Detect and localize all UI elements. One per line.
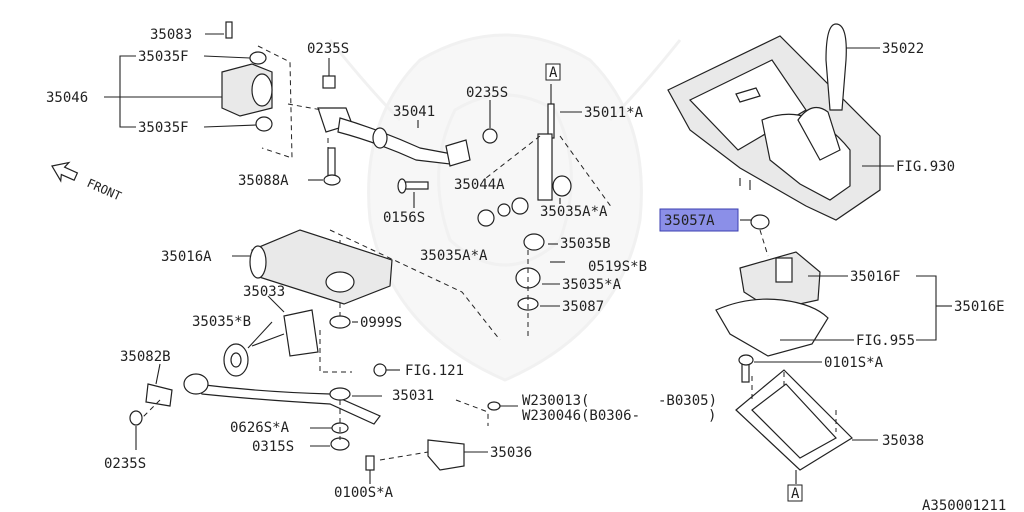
label-fig930[interactable]: FIG.930 (896, 159, 955, 175)
label-b0305[interactable]: -B0305) (658, 393, 717, 409)
label-35046[interactable]: 35046 (46, 90, 88, 106)
shifter-housing (223, 229, 501, 377)
label-w230013[interactable]: W230013( (522, 393, 589, 409)
label-35016f[interactable]: 35016F (850, 269, 901, 285)
label-35022[interactable]: 35022 (882, 41, 924, 57)
ref-a-top-box (545, 63, 561, 81)
label-35038[interactable]: 35038 (882, 433, 924, 449)
label-fig121[interactable]: FIG.121 (405, 363, 464, 379)
front-arrow (51, 161, 79, 183)
label-0101sa[interactable]: 0101S*A (824, 355, 884, 371)
label-35088a[interactable]: 35088A (238, 173, 289, 189)
label-0235s-top[interactable]: 0235S (307, 41, 349, 57)
label-0315s[interactable]: 0315S (252, 439, 294, 455)
highlight-35057a (659, 208, 739, 232)
label-0235s-bottom[interactable]: 0235S (104, 456, 146, 472)
diagram-code: A350001211 (922, 498, 1006, 512)
shift-lever-assembly (477, 84, 613, 340)
label-35036[interactable]: 35036 (490, 445, 532, 461)
label-0156s[interactable]: 0156S (383, 210, 425, 226)
label-35031[interactable]: 35031 (392, 388, 434, 404)
shift-rod (287, 58, 498, 208)
label-35035aa-left[interactable]: 35035A*A (420, 248, 488, 264)
label-0100sa[interactable]: 0100S*A (334, 485, 394, 501)
label-35044a[interactable]: 35044A (454, 177, 505, 193)
label-35035aa-right[interactable]: 35035A*A (540, 204, 608, 220)
label-35057a[interactable]: 35057A (664, 213, 715, 229)
label-35011a[interactable]: 35011*A (584, 105, 644, 121)
label-0235s-mid[interactable]: 0235S (466, 85, 508, 101)
lower-linkage (129, 363, 518, 484)
label-0519sb[interactable]: 0519S*B (588, 259, 647, 275)
label-35016a[interactable]: 35016A (161, 249, 212, 265)
ref-a-top[interactable]: A (549, 65, 558, 81)
ref-a-bottom[interactable]: A (791, 486, 800, 502)
label-35035f-top[interactable]: 35035F (138, 49, 189, 65)
label-w230046[interactable]: W230046(B0306- (522, 408, 640, 424)
shift-boot (715, 214, 952, 357)
label-35087[interactable]: 35087 (562, 299, 604, 315)
label-35035a[interactable]: 35035*A (562, 277, 622, 293)
label-paren: ) (708, 408, 716, 424)
console-panel (667, 23, 894, 221)
label-35016e[interactable]: 35016E (954, 299, 1005, 315)
label-0626sa[interactable]: 0626S*A (230, 420, 290, 436)
label-35035b-star[interactable]: 35035*B (192, 314, 251, 330)
label-35035f-bottom[interactable]: 35035F (138, 120, 189, 136)
front-label: FRONT (85, 176, 124, 203)
label-35083[interactable]: 35083 (150, 27, 192, 43)
label-35035b[interactable]: 35035B (560, 236, 611, 252)
label-35041[interactable]: 35041 (393, 104, 435, 120)
label-35033[interactable]: 35033 (243, 284, 285, 300)
ref-a-bottom-box (787, 484, 803, 502)
base-plate (735, 354, 878, 484)
label-35082b[interactable]: 35082B (120, 349, 171, 365)
label-fig955[interactable]: FIG.955 (856, 333, 915, 349)
bushing-group (104, 21, 341, 186)
label-0999s[interactable]: 0999S (360, 315, 402, 331)
